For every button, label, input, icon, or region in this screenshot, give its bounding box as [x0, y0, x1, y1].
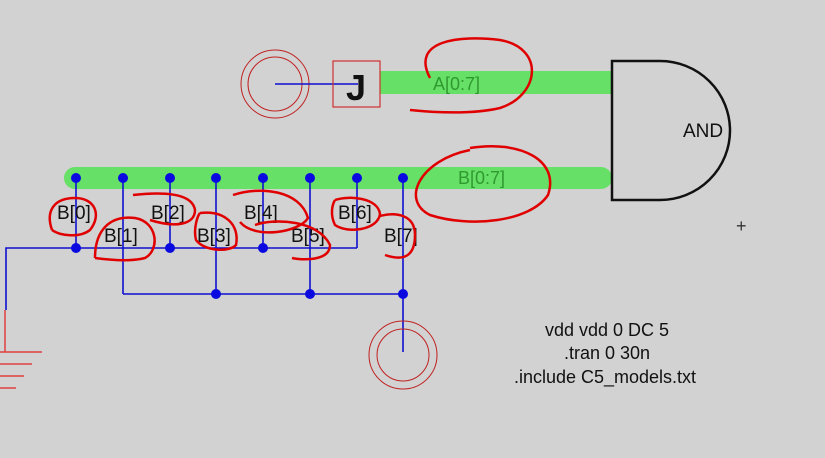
red-annotation-marks — [48, 37, 552, 262]
directive-include[interactable]: .include C5_models.txt — [514, 367, 696, 388]
b-bus-label[interactable]: B[0:7] — [458, 168, 505, 188]
bit-label-5[interactable]: B[5] — [291, 226, 325, 247]
bit-label-4[interactable]: B[4] — [244, 203, 278, 224]
ground-icon[interactable] — [0, 310, 42, 389]
bit-label-1[interactable]: B[1] — [104, 226, 138, 247]
bit-label-3[interactable]: B[3] — [197, 226, 231, 247]
bit-label-0[interactable]: B[0] — [57, 203, 91, 224]
bit-label-2[interactable]: B[2] — [151, 203, 185, 224]
bit-wires — [5, 178, 404, 352]
vdd-port-icon[interactable] — [368, 320, 438, 390]
bus-tap-dots — [71, 173, 408, 299]
and-gate[interactable] — [610, 59, 732, 202]
bit-label-6[interactable]: B[6] — [338, 203, 372, 224]
a-bus-label[interactable]: A[0:7] — [433, 74, 480, 94]
b-bus[interactable] — [64, 167, 612, 189]
junction-label: J — [346, 67, 366, 108]
junction-box[interactable] — [332, 60, 381, 108]
gate-label: AND — [683, 121, 723, 142]
directive-tran[interactable]: .tran 0 30n — [564, 343, 650, 363]
directive-vdd[interactable]: vdd vdd 0 DC 5 — [545, 320, 669, 340]
a-bus[interactable] — [380, 71, 612, 94]
plus-marker: + — [736, 216, 747, 236]
bit-label-7[interactable]: B[7] — [384, 226, 418, 247]
